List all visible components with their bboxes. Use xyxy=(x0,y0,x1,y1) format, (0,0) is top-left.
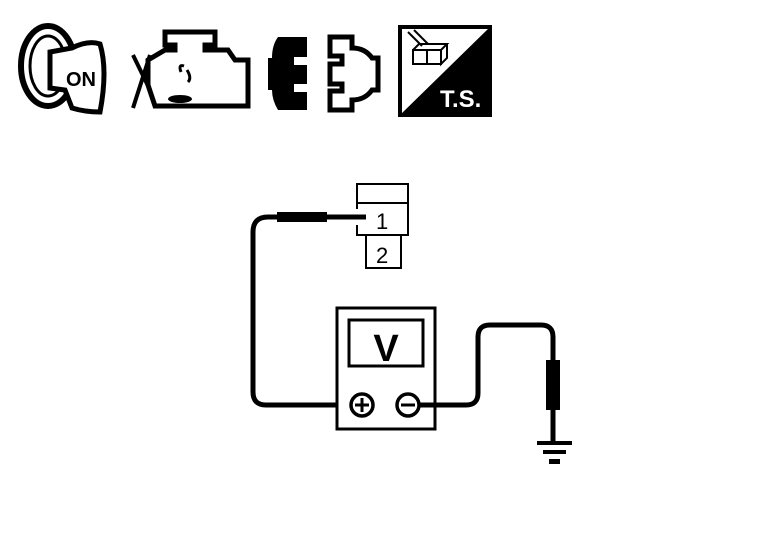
terminal-1-label: 1 xyxy=(376,209,388,234)
terminal-2-label: 2 xyxy=(376,243,388,268)
ground-icon xyxy=(537,441,572,464)
negative-test-lead xyxy=(419,322,560,443)
harness-connector: 1 2 xyxy=(356,183,409,269)
positive-terminal-icon xyxy=(349,392,375,418)
positive-probe xyxy=(277,212,327,222)
negative-probe xyxy=(546,360,560,410)
positive-test-lead xyxy=(250,212,366,408)
trouble-shooting-icon: T.S. xyxy=(398,25,492,117)
voltmeter: V xyxy=(335,306,437,431)
ignition-key-on-icon: ON xyxy=(18,23,107,115)
connector-disconnect-icon xyxy=(268,34,381,113)
ignition-on-label: ON xyxy=(66,69,96,91)
negative-terminal-icon xyxy=(395,392,421,418)
engine-icon xyxy=(131,29,251,109)
trouble-shooting-label: T.S. xyxy=(440,86,481,113)
meter-display-label: V xyxy=(373,328,399,370)
